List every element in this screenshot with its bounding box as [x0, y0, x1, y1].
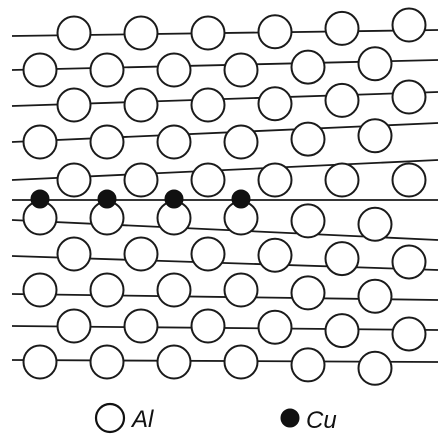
- al-atom: [257, 237, 293, 273]
- al-atom: [391, 7, 427, 43]
- al-atom: [56, 236, 92, 272]
- al-atom: [156, 124, 192, 160]
- legend-cu-symbol: [280, 408, 300, 428]
- al-atom: [156, 272, 192, 308]
- al-atom: [357, 118, 393, 154]
- al-atom: [22, 344, 58, 380]
- al-atom: [123, 162, 159, 198]
- al-atom: [89, 52, 125, 88]
- al-atom: [89, 344, 125, 380]
- cu-atom: [164, 189, 184, 209]
- al-atom: [56, 308, 92, 344]
- al-atom: [324, 162, 360, 198]
- al-atom: [357, 206, 393, 242]
- al-atom: [190, 15, 226, 51]
- al-atom: [290, 121, 326, 157]
- al-atom: [56, 162, 92, 198]
- al-atom: [324, 10, 360, 46]
- al-atom: [190, 236, 226, 272]
- al-atom: [190, 162, 226, 198]
- al-atom: [391, 162, 427, 198]
- al-atom: [190, 308, 226, 344]
- al-atom: [56, 15, 92, 51]
- al-atom: [391, 316, 427, 352]
- al-atom: [223, 344, 259, 380]
- al-atom: [89, 272, 125, 308]
- al-atom: [89, 124, 125, 160]
- al-atom: [357, 46, 393, 82]
- al-atom: [156, 52, 192, 88]
- al-atom: [324, 313, 360, 349]
- legend-al-label: Al: [130, 406, 154, 433]
- al-atom: [324, 82, 360, 118]
- cu-atom: [97, 189, 117, 209]
- cu-atom: [231, 189, 251, 209]
- al-atom: [391, 244, 427, 280]
- al-atom: [22, 272, 58, 308]
- al-atom: [56, 87, 92, 123]
- legend-cu-label: Cu: [306, 407, 337, 434]
- al-atom: [22, 52, 58, 88]
- al-atom: [290, 347, 326, 383]
- al-atom: [357, 278, 393, 314]
- al-atom: [290, 203, 326, 239]
- atom-grid: [22, 7, 427, 386]
- al-atom: [290, 49, 326, 85]
- legend: Al Cu: [94, 402, 337, 434]
- al-atom: [156, 344, 192, 380]
- al-atom: [257, 14, 293, 50]
- al-atom: [190, 87, 226, 123]
- cu-atom: [30, 189, 50, 209]
- al-atom: [223, 52, 259, 88]
- al-atom: [123, 308, 159, 344]
- legend-al-symbol: [94, 402, 126, 434]
- al-atom: [223, 272, 259, 308]
- al-atom: [391, 79, 427, 115]
- al-atom: [123, 236, 159, 272]
- al-atom: [123, 87, 159, 123]
- al-atom: [357, 350, 393, 386]
- al-atom: [257, 309, 293, 345]
- al-atom: [22, 124, 58, 160]
- al-atom: [123, 15, 159, 51]
- al-atom: [257, 86, 293, 122]
- al-atom: [324, 241, 360, 277]
- al-atom: [223, 124, 259, 160]
- al-atom: [290, 275, 326, 311]
- al-atom: [257, 162, 293, 198]
